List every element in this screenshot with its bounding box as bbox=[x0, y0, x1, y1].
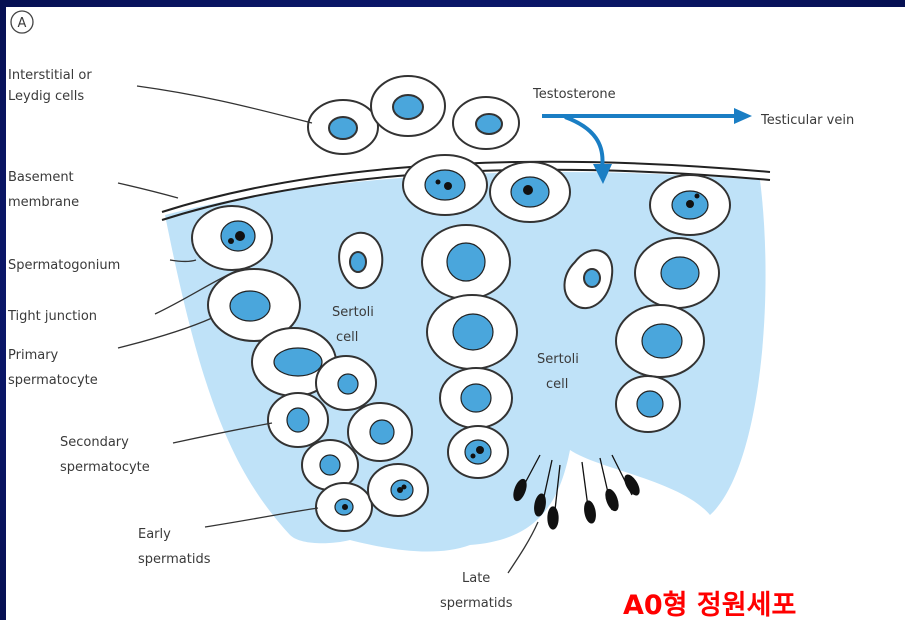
label-early-1: Early bbox=[138, 527, 171, 542]
label-interstitial-2: Leydig cells bbox=[8, 89, 84, 104]
label-secondary-2: spermatocyte bbox=[60, 460, 150, 475]
label-basement-2: membrane bbox=[8, 195, 79, 210]
label-secondary-1: Secondary bbox=[60, 435, 129, 450]
label-sertoli2-2: cell bbox=[546, 377, 568, 392]
label-testicular-vein: Testicular vein bbox=[760, 113, 854, 128]
label-early-2: spermatids bbox=[138, 552, 211, 567]
label-late-1: Late bbox=[462, 571, 490, 586]
label-sertoli2-1: Sertoli bbox=[537, 352, 579, 367]
label-sertoli1-1: Sertoli bbox=[332, 305, 374, 320]
label-tight-junction: Tight junction bbox=[7, 309, 97, 324]
label-basement-1: Basement bbox=[8, 170, 74, 185]
overlay-korean-label: A0형 정원세포 bbox=[623, 590, 796, 620]
panel-letter: A bbox=[18, 16, 27, 31]
label-testosterone: Testosterone bbox=[532, 87, 616, 102]
label-late-2: spermatids bbox=[440, 596, 513, 611]
label-sertoli1-2: cell bbox=[336, 330, 358, 345]
label-primary-1: Primary bbox=[8, 348, 59, 363]
label-interstitial-1: Interstitial or bbox=[8, 68, 92, 83]
label-primary-2: spermatocyte bbox=[8, 373, 98, 388]
label-spermatogonium: Spermatogonium bbox=[8, 258, 120, 273]
